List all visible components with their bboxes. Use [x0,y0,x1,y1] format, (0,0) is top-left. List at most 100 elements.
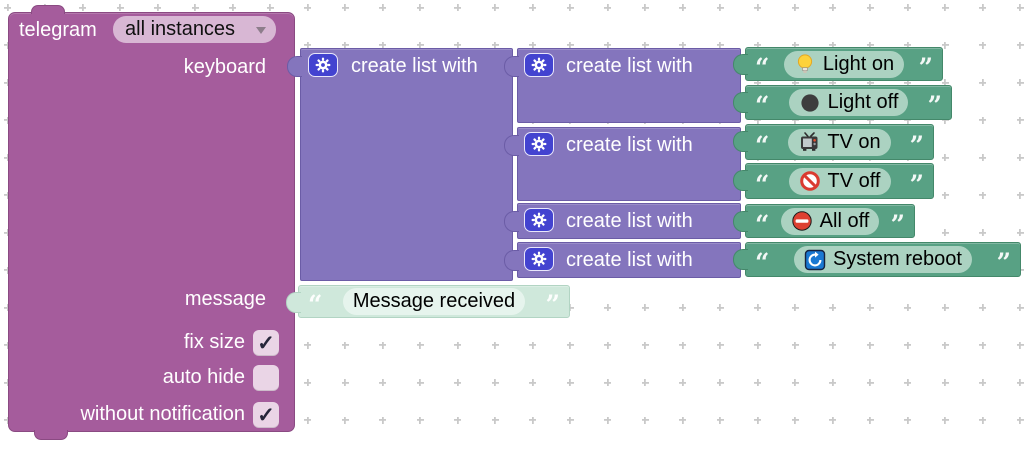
grid-dot [604,416,611,424]
tv-icon [798,131,820,153]
grid-dot [716,304,724,311]
grid-dot [941,416,949,424]
black-circle-icon [799,92,821,114]
create-list-block-outer[interactable]: create list with [287,48,513,281]
connector-tab [504,250,519,271]
grid-dot [304,4,311,11]
grid-dot [829,416,836,424]
gear-icon[interactable] [524,132,554,156]
string-value: Light off [827,91,899,113]
grid-dot [416,379,424,386]
without-notification-label: without notification [80,403,245,425]
text-field[interactable]: Light on [783,50,905,78]
grid-dot [379,341,386,349]
string-block-light-off[interactable]: “ Light off ” [733,85,952,120]
grid-dot [941,4,949,11]
gear-icon[interactable] [524,247,554,271]
grid-dot [604,341,611,349]
string-block-tv-on[interactable]: “ TV on ” [733,124,934,160]
grid-dot [1016,341,1024,349]
grid-dot [679,4,686,11]
grid-dot [1016,41,1024,49]
open-quote: “ [755,209,770,239]
next-connection-notch [34,430,68,440]
message-row-label: message [184,288,266,310]
create-list-block-1[interactable]: create list with [504,48,741,123]
gear-icon[interactable] [524,208,554,232]
gear-icon[interactable] [308,53,338,77]
grid-dot [904,341,911,349]
grid-dot [341,379,349,386]
grid-dot [866,341,874,349]
instance-dropdown[interactable]: all instances [113,16,276,43]
gear-glyph [531,212,547,228]
telegram-block[interactable]: telegram all instances keyboard message … [8,5,295,440]
grid-dot [941,379,949,386]
grid-dot [529,379,536,386]
grid-dot [1016,79,1024,86]
connector-tab [504,211,519,232]
gear-glyph [315,57,331,73]
grid-dot [716,341,724,349]
grid-dot [266,4,274,11]
string-value: TV on [827,130,881,153]
text-field[interactable]: System reboot [794,246,972,273]
grid-dot [941,304,949,311]
grid-dot [791,304,799,311]
string-block-light-on[interactable]: “ Light on ” [733,47,943,81]
grid-dot [1016,116,1024,124]
grid-dot [416,4,424,11]
connector-tab [504,135,519,156]
open-quote: “ [755,169,770,199]
grid-dot [829,379,836,386]
grid-dot [641,304,649,311]
create-list-block-4[interactable]: create list with [504,242,741,278]
text-field[interactable]: All off [780,207,880,235]
grid-dot [454,4,461,11]
string-block-message[interactable]: “ Message received ” [286,285,570,319]
checkmark: ✓ [257,331,275,355]
no-entry-icon [791,210,813,232]
grid-dot [791,341,799,349]
block-title: telegram [19,19,97,41]
gear-icon[interactable] [524,53,554,77]
connector-tab [733,249,748,270]
string-value: All off [819,209,870,232]
grid-dot [1016,4,1024,11]
create-list-label: create list with [566,210,693,232]
grid-dot [491,341,499,349]
grid-dot [566,341,574,349]
grid-dot [941,154,949,161]
grid-dot [379,416,386,424]
grid-dot [754,304,761,311]
string-block-all-off[interactable]: “ All off ” [733,204,915,239]
grid-dot [416,341,424,349]
grid-dot [1016,154,1024,161]
create-list-label: create list with [351,55,478,77]
grid-dot [1016,379,1024,386]
connector-tab [733,131,748,152]
text-field[interactable]: TV on [788,128,891,156]
grid-dot [454,341,461,349]
grid-dot [641,416,649,424]
grid-dot [904,379,911,386]
grid-dot [604,304,611,311]
without-notification-checkbox[interactable]: ✓ [253,402,279,428]
text-field[interactable]: Light off [788,89,909,116]
grid-dot [866,379,874,386]
create-list-block-2[interactable]: create list with [504,127,741,201]
auto-hide-checkbox[interactable] [253,365,279,391]
grid-dot [1016,416,1024,424]
create-list-block-3[interactable]: create list with [504,203,741,239]
string-block-tv-off[interactable]: “ TV off ” [733,163,934,199]
keyboard-row-label: keyboard [183,56,266,78]
text-field[interactable]: Message received [342,288,526,315]
grid-dot [416,416,424,424]
text-field[interactable]: TV off [788,167,891,195]
connector-tab [504,56,519,77]
close-quote: ” [545,290,560,319]
fix-size-checkbox[interactable]: ✓ [253,330,279,356]
string-block-system-reboot[interactable]: “ System reboot ” [733,242,1021,277]
grid-dot [679,416,686,424]
grid-dot [979,116,986,124]
